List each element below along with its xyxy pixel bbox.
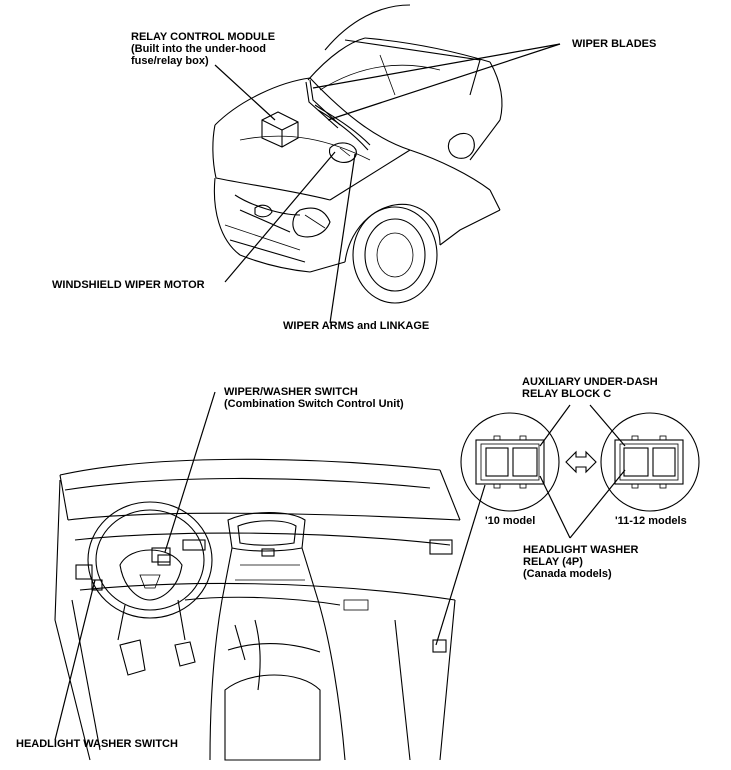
relay-block-detail-10 — [460, 412, 560, 512]
relay-block-line-1: AUXILIARY UNDER-DASH — [522, 376, 658, 388]
comparison-arrow-icon — [565, 450, 597, 474]
wiper-arms-text: WIPER ARMS and LINKAGE — [283, 320, 430, 332]
bottom-leader-lines — [54, 391, 626, 741]
washer-switch-line-2: (Combination Switch Control Unit) — [224, 398, 404, 410]
label-relay-control-module: RELAY CONTROL MODULE (Built into the und… — [131, 31, 275, 67]
headlight-relay-line-3: (Canada models) — [523, 568, 612, 580]
dashboard-illustration — [54, 458, 461, 761]
wiper-motor-text: WINDSHIELD WIPER MOTOR — [52, 279, 205, 291]
headlight-relay-line-2: RELAY (4P) — [523, 556, 583, 568]
label-wiper-blades: WIPER BLADES — [572, 38, 656, 50]
relay-block-detail-11-12 — [600, 412, 700, 512]
headlight-switch-text: HEADLIGHT WASHER SWITCH — [16, 738, 178, 750]
label-windshield-wiper-motor: WINDSHIELD WIPER MOTOR — [52, 279, 205, 291]
top-leader-lines — [214, 43, 561, 324]
relay-module-line-3: fuse/relay box) — [131, 55, 209, 67]
relay-module-line-2: (Built into the under-hood — [131, 43, 267, 55]
label-model-10: '10 model — [485, 515, 535, 527]
label-headlight-washer-relay: HEADLIGHT WASHER RELAY (4P) (Canada mode… — [523, 544, 639, 580]
label-headlight-washer-switch: HEADLIGHT WASHER SWITCH — [16, 738, 178, 750]
wiper-blades-text: WIPER BLADES — [572, 38, 657, 50]
label-model-11-12: '11-12 models — [615, 515, 687, 527]
label-auxiliary-relay-block: AUXILIARY UNDER-DASH RELAY BLOCK C — [522, 376, 658, 400]
headlight-relay-line-1: HEADLIGHT WASHER — [523, 544, 639, 556]
label-wiper-washer-switch: WIPER/WASHER SWITCH (Combination Switch … — [224, 386, 404, 410]
model-11-12-text: '11-12 models — [615, 515, 687, 527]
model-10-text: '10 model — [485, 515, 536, 527]
vehicle-front-illustration — [212, 4, 503, 304]
relay-module-line-1: RELAY CONTROL MODULE — [131, 31, 276, 43]
label-wiper-arms-linkage: WIPER ARMS and LINKAGE — [283, 320, 429, 332]
relay-block-line-2: RELAY BLOCK C — [522, 388, 612, 400]
washer-switch-line-1: WIPER/WASHER SWITCH — [224, 386, 358, 398]
